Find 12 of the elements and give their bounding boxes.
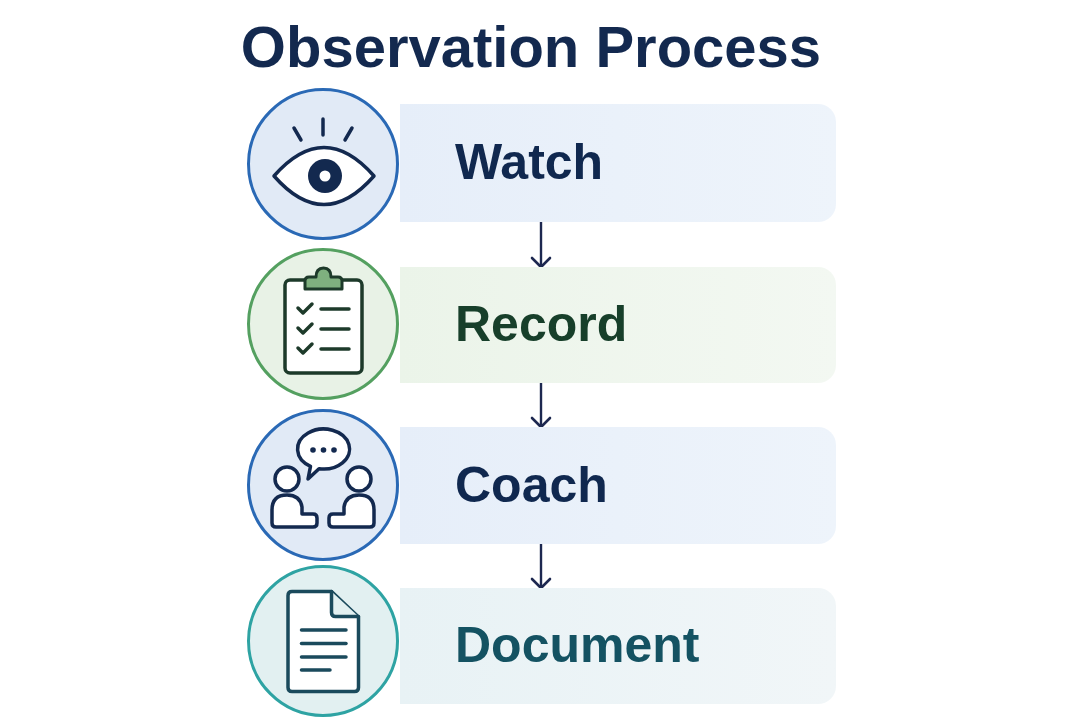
step-label: Watch (455, 134, 604, 192)
diagram-title: Observation Process (239, 18, 823, 76)
step-label: Record (455, 296, 628, 354)
step-label: Document (455, 617, 700, 675)
step-label: Coach (455, 456, 608, 515)
arrow (530, 383, 552, 429)
arrow (530, 544, 552, 590)
step-band (400, 427, 836, 544)
step-band (400, 104, 836, 222)
step-band (400, 267, 836, 383)
step-band (400, 588, 836, 704)
arrow (530, 222, 552, 269)
